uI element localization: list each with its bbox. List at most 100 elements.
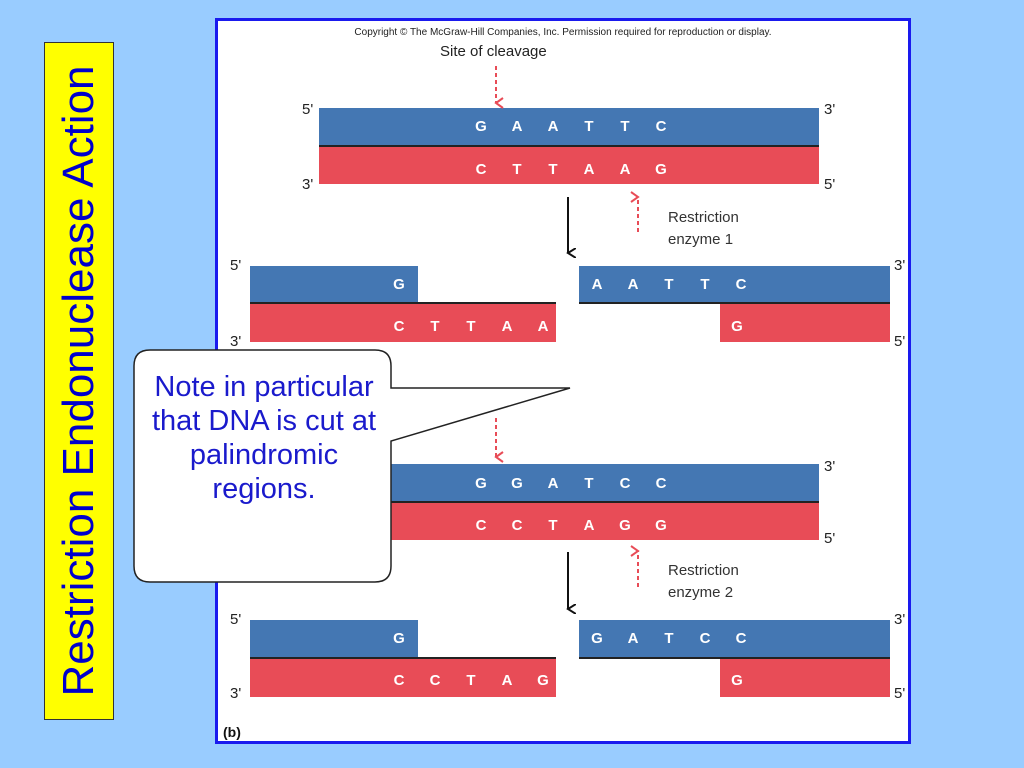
base-letter: T [548,517,558,534]
end-3prime-left-a-cut: 3' [230,333,242,350]
base-letter: C [655,475,667,492]
base-letter: T [430,318,440,335]
right-fragment-divider-b [579,657,890,659]
right-fragment-divider-a [579,302,890,304]
left-fragment-divider-b [250,657,556,659]
base-letter: T [584,475,594,492]
base-letter: C [699,630,711,647]
base-letter: C [393,672,405,689]
end-5prime-right-a-cut: 5' [894,333,906,350]
base-letter: C [429,672,441,689]
base-letter: A [501,318,513,335]
enzyme1-line1: Restriction [668,209,739,226]
base-letter: G [731,318,743,335]
enzyme1-line2: enzyme 1 [668,231,734,248]
end-5prime-left-b-cut: 5' [230,611,242,628]
end-3prime-left-b-cut: 3' [230,685,242,702]
base-letter: C [735,276,747,293]
end-5prime-left-a-cut: 5' [230,257,242,274]
enzyme2-label: Restriction enzyme 2 [668,560,739,604]
base-letter: A [537,318,549,335]
title-box: Restriction Endonuclease Action [44,42,114,720]
end-5prime-bottom-b: 5' [824,530,836,547]
left-fragment-top-seq-a: G [381,276,417,293]
enzyme1-label: Restriction enzyme 1 [668,207,739,251]
copyright-notice: Copyright © The McGraw-Hill Companies, I… [354,27,772,38]
end-5prime-right-b-cut: 5' [894,685,906,702]
base-letter: C [735,630,747,647]
top-strand-b [319,464,819,502]
base-letter: A [511,118,523,135]
enzyme2-line2: enzyme 2 [668,584,734,601]
base-letter: C [475,161,487,178]
site-of-cleavage-label: Site of cleavage [440,43,547,60]
base-letter: T [664,630,674,647]
base-letter: C [511,517,523,534]
end-3prime-top-b: 3' [824,458,836,475]
base-letter: T [512,161,522,178]
figure-arrows [494,66,640,741]
base-letter: G [655,161,667,178]
base-letter: T [664,276,674,293]
base-letter: A [583,517,595,534]
base-letter: T [584,118,594,135]
base-letter: A [583,161,595,178]
end-3prime-right-b-cut: 3' [894,611,906,628]
base-letter: G [591,630,603,647]
base-letter: A [591,276,603,293]
end-3prime-bottom-a: 3' [302,176,314,193]
base-letter: A [547,475,559,492]
left-fragment-top-seq-b: G [381,630,417,647]
base-letter: C [475,517,487,534]
base-letter: A [547,118,559,135]
enzyme2-line1: Restriction [668,562,739,579]
base-letter: G [511,475,523,492]
left-fragment-bottom-b [250,659,556,697]
base-letter: T [466,318,476,335]
base-letter: C [393,318,405,335]
base-letter: G [537,672,549,689]
end-3prime-top-a: 3' [824,101,836,118]
base-letter: G [475,475,487,492]
base-letter: T [548,161,558,178]
base-letter: G [731,672,743,689]
base-letter: T [466,672,476,689]
bottom-strand-a [319,146,819,184]
strand-divider-b [319,501,819,503]
end-5prime-bottom-a: 5' [824,176,836,193]
right-fragment-bottom-b [720,659,890,697]
top-strand-a [319,108,819,146]
base-letter: A [619,161,631,178]
left-fragment-divider-a [250,302,556,304]
end-3prime-right-a-cut: 3' [894,257,906,274]
base-letter: T [700,276,710,293]
right-fragment-top-a [579,266,890,303]
base-letter: T [620,118,630,135]
left-fragment-top-b [250,620,418,657]
left-fragment-top-a [250,266,418,303]
right-fragment-bottom-a [720,304,890,342]
dna-figure: Copyright © The McGraw-Hill Companies, I… [215,18,911,744]
base-letter: G [393,630,405,647]
right-fragment-top-b [579,620,890,657]
base-letter: A [627,276,639,293]
base-letter: G [393,276,405,293]
right-fragment-bottom-seq-a: G [719,318,755,335]
strand-divider-a [319,145,819,147]
base-letter: G [655,517,667,534]
right-fragment-bottom-seq-b: G [719,672,755,689]
end-5prime-top-a: 5' [302,101,314,118]
callout-text: Note in particular that DNA is cut at pa… [151,371,377,505]
base-letter: G [619,517,631,534]
panel-label: (b) [223,724,241,740]
base-letter: G [475,118,487,135]
